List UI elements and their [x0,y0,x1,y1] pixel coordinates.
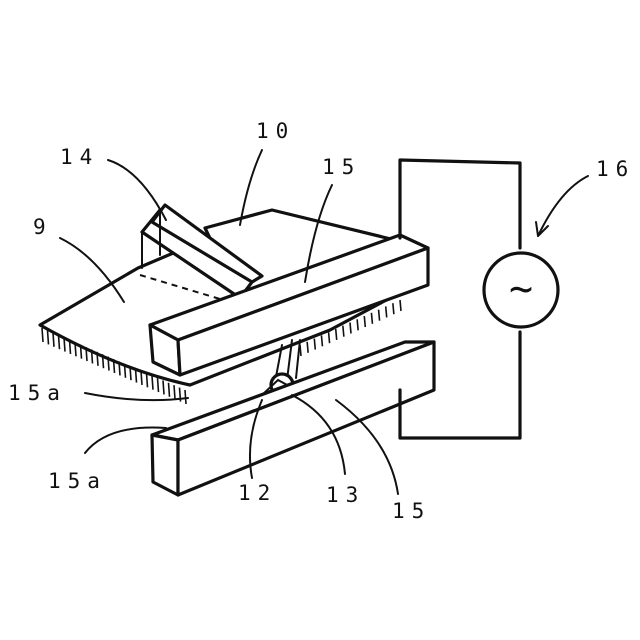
fringe-stroke [53,333,54,347]
fringe-stroke [163,380,164,394]
fringe-stroke [158,378,159,392]
fringe-stroke [364,316,365,327]
fringe-stroke [393,303,394,314]
fringe-stroke [386,306,387,317]
fringe-stroke [70,340,71,354]
fringe-stroke [141,371,142,385]
ac-source-16: ~ [400,160,558,438]
fringe-stroke [329,332,330,343]
fringe-stroke [185,390,186,404]
fringe-stroke [125,364,126,378]
fringe-stroke [379,310,380,321]
fringe-stroke [42,328,43,342]
fringe-stroke [357,319,358,330]
fringe-stroke [64,338,65,352]
label-15-top: 15 [322,155,361,179]
fringe-stroke [103,354,104,368]
fringe-stroke [92,349,93,363]
label-13: 13 [326,483,365,507]
fringe-stroke [371,313,372,324]
fringe-stroke [130,366,131,380]
label-15a-lower: 15a [48,469,107,493]
fringe-stroke [147,373,148,387]
fringe-stroke [136,369,137,383]
fringe-stroke [174,385,175,399]
fringe-stroke [119,361,120,375]
fringe-stroke [169,383,170,397]
fringe-stroke [321,335,322,346]
label-15-bottom: 15 [392,499,431,523]
label-15a-upper: 15a [8,381,67,405]
label-16: 16 [596,157,635,181]
fringe-stroke [400,300,401,311]
label-14: 14 [60,145,99,169]
fringe-stroke [81,345,82,359]
fringe-stroke [307,342,308,353]
label-9: 9 [33,215,53,239]
fringe-stroke [314,339,315,350]
fringe-stroke [75,342,76,356]
fringe-stroke [48,330,49,344]
fringe-stroke [350,323,351,334]
fringe-stroke [114,359,115,373]
label-12: 12 [238,481,277,505]
fringe-stroke [336,329,337,340]
label-10: 10 [256,119,295,143]
fringe-stroke [97,352,98,366]
fringe-stroke [343,326,344,337]
fringe-stroke [59,335,60,349]
ac-symbol: ~ [509,266,533,312]
fringe-stroke [108,357,109,371]
fringe-stroke [86,347,87,361]
fringe-stroke [152,376,153,390]
